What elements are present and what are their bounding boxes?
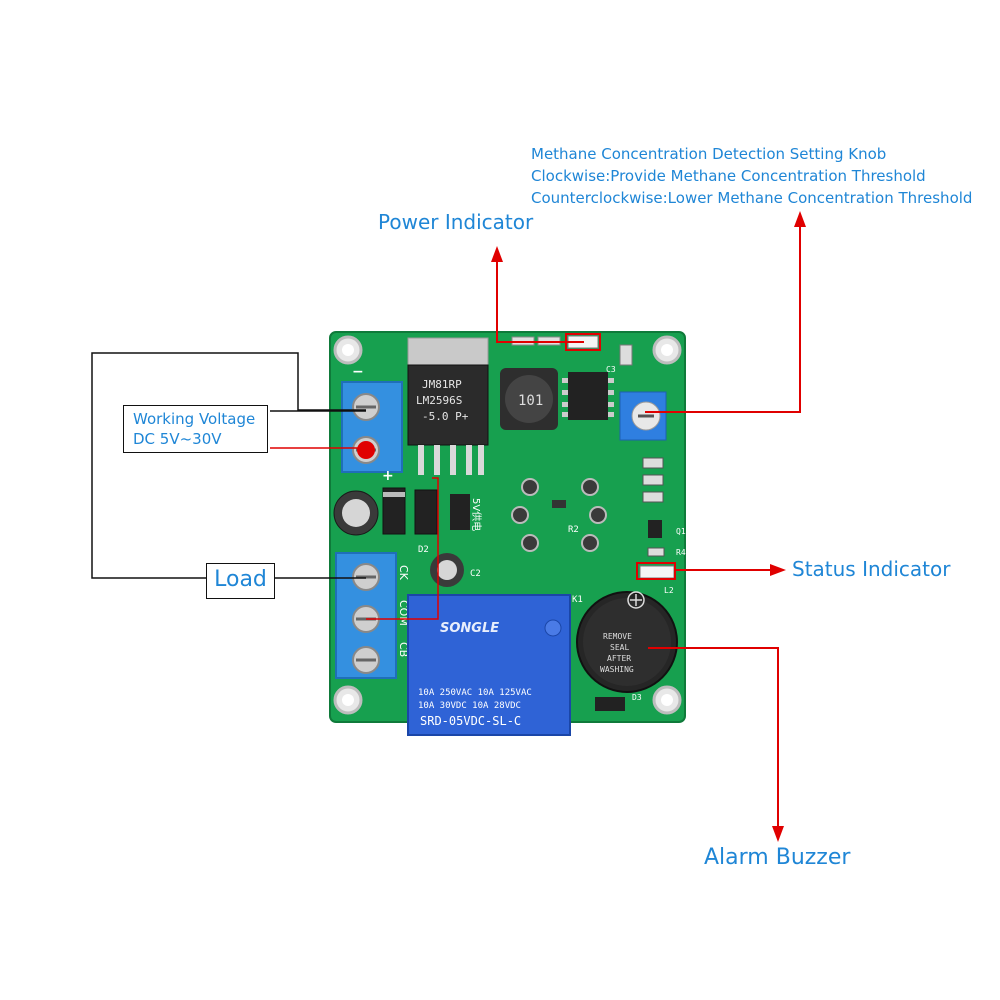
voltage-regulator — [407, 337, 489, 475]
output-terminal-block — [335, 552, 397, 679]
arrow-up-power-icon — [491, 246, 503, 262]
power-terminal-block — [341, 381, 403, 473]
callout-arrowheads — [491, 211, 806, 842]
knob-clockwise: Clockwise:Provide Methane Concentration … — [531, 167, 926, 185]
regulator-text-2: LM2596S — [416, 394, 462, 407]
regulator-text-3: -5.0 P+ — [422, 410, 469, 423]
supply-label: 5V供电 — [470, 498, 483, 531]
status-indicator-label: Status Indicator — [792, 557, 951, 581]
buzzer — [576, 591, 678, 693]
working-voltage-box: Working Voltage DC 5V~30V — [123, 405, 268, 453]
load-label: Load — [206, 563, 275, 599]
wiring-lines — [91, 352, 366, 579]
minus-sign: − — [352, 364, 364, 380]
inductor — [500, 368, 558, 430]
plus-sign: + — [382, 468, 394, 484]
capacitor-c2 — [430, 553, 464, 587]
buzzer-text-4: WASHING — [600, 665, 634, 674]
arrow-down-buzzer-icon — [772, 826, 784, 842]
regulator-text-1: JM81RP — [422, 378, 462, 391]
comparator-ic — [562, 372, 614, 420]
pcb-label-r2: R2 — [568, 525, 579, 535]
relay-model: SRD-05VDC-SL-C — [420, 714, 521, 728]
positive-terminal-marker — [357, 441, 375, 459]
red-wiring-lines — [270, 447, 439, 620]
alarm-buzzer-label: Alarm Buzzer — [704, 845, 851, 870]
pcb-label-r4: R4 — [676, 548, 686, 557]
knob-title: Methane Concentration Detection Setting … — [531, 145, 887, 163]
pcb-label-q1: Q1 — [676, 527, 686, 536]
knob-counterclockwise: Counterclockwise:Lower Methane Concentra… — [531, 189, 973, 207]
pcb-label-k1: K1 — [572, 595, 583, 605]
pcb-label-c2: C2 — [470, 569, 481, 579]
callout-lines — [496, 225, 801, 828]
buzzer-text-1: REMOVE — [603, 632, 632, 641]
mounting-holes — [333, 335, 682, 715]
working-voltage-line-2: DC 5V~30V — [133, 430, 222, 448]
arrow-up-knob-icon — [794, 211, 806, 227]
pcb-label-c3: C3 — [606, 365, 616, 374]
knob-annotation: Methane Concentration Detection Setting … — [531, 143, 972, 209]
relay-rating-1: 10A 250VAC 10A 125VAC — [418, 688, 532, 698]
terminal-cb: CB — [397, 642, 410, 657]
relay-brand: SONGLE — [440, 621, 499, 636]
inductor-text: 101 — [518, 393, 543, 409]
electrolytic-capacitor — [333, 490, 379, 536]
buzzer-text-3: AFTER — [607, 654, 631, 663]
smd-components — [619, 344, 675, 579]
gas-sensor-socket — [511, 478, 607, 552]
diode-d3 — [595, 697, 625, 711]
arrow-right-status-icon — [770, 564, 786, 576]
buzzer-text-2: SEAL — [610, 643, 629, 652]
terminal-ck: CK — [397, 565, 410, 581]
power-indicator-label: Power Indicator — [378, 210, 534, 234]
pcb-label-d3: D3 — [632, 693, 642, 702]
pcb-label-l2: L2 — [664, 586, 674, 595]
pcb-label-d2: D2 — [418, 545, 429, 555]
diodes — [382, 487, 470, 535]
potentiometer-knob — [619, 391, 667, 441]
working-voltage-line-1: Working Voltage — [133, 410, 256, 428]
relay-rating-2: 10A 30VDC 10A 28VDC — [418, 701, 521, 711]
